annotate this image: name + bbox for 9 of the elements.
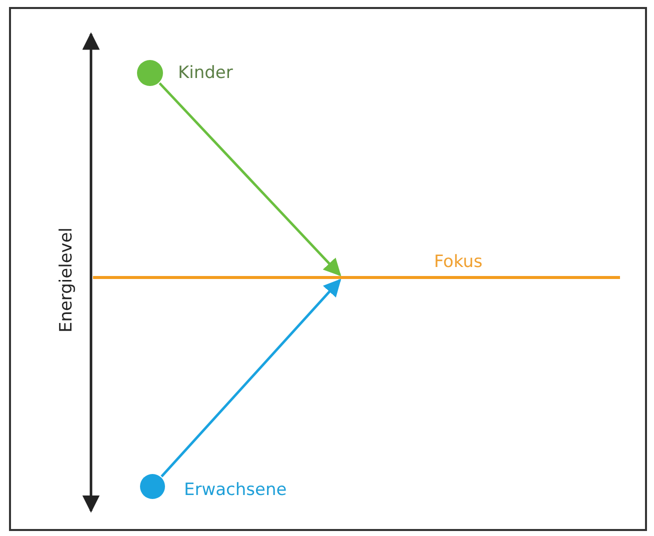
dot [137, 60, 163, 86]
dot [140, 474, 165, 499]
arrow [158, 82, 342, 276]
node-label: Kinder [178, 63, 233, 83]
axis-label: Energielevel [56, 227, 77, 333]
arrow [160, 278, 342, 478]
node-label: Erwachsene [184, 480, 287, 500]
horizontal-line [93, 276, 620, 279]
node-label: Fokus [434, 252, 483, 272]
